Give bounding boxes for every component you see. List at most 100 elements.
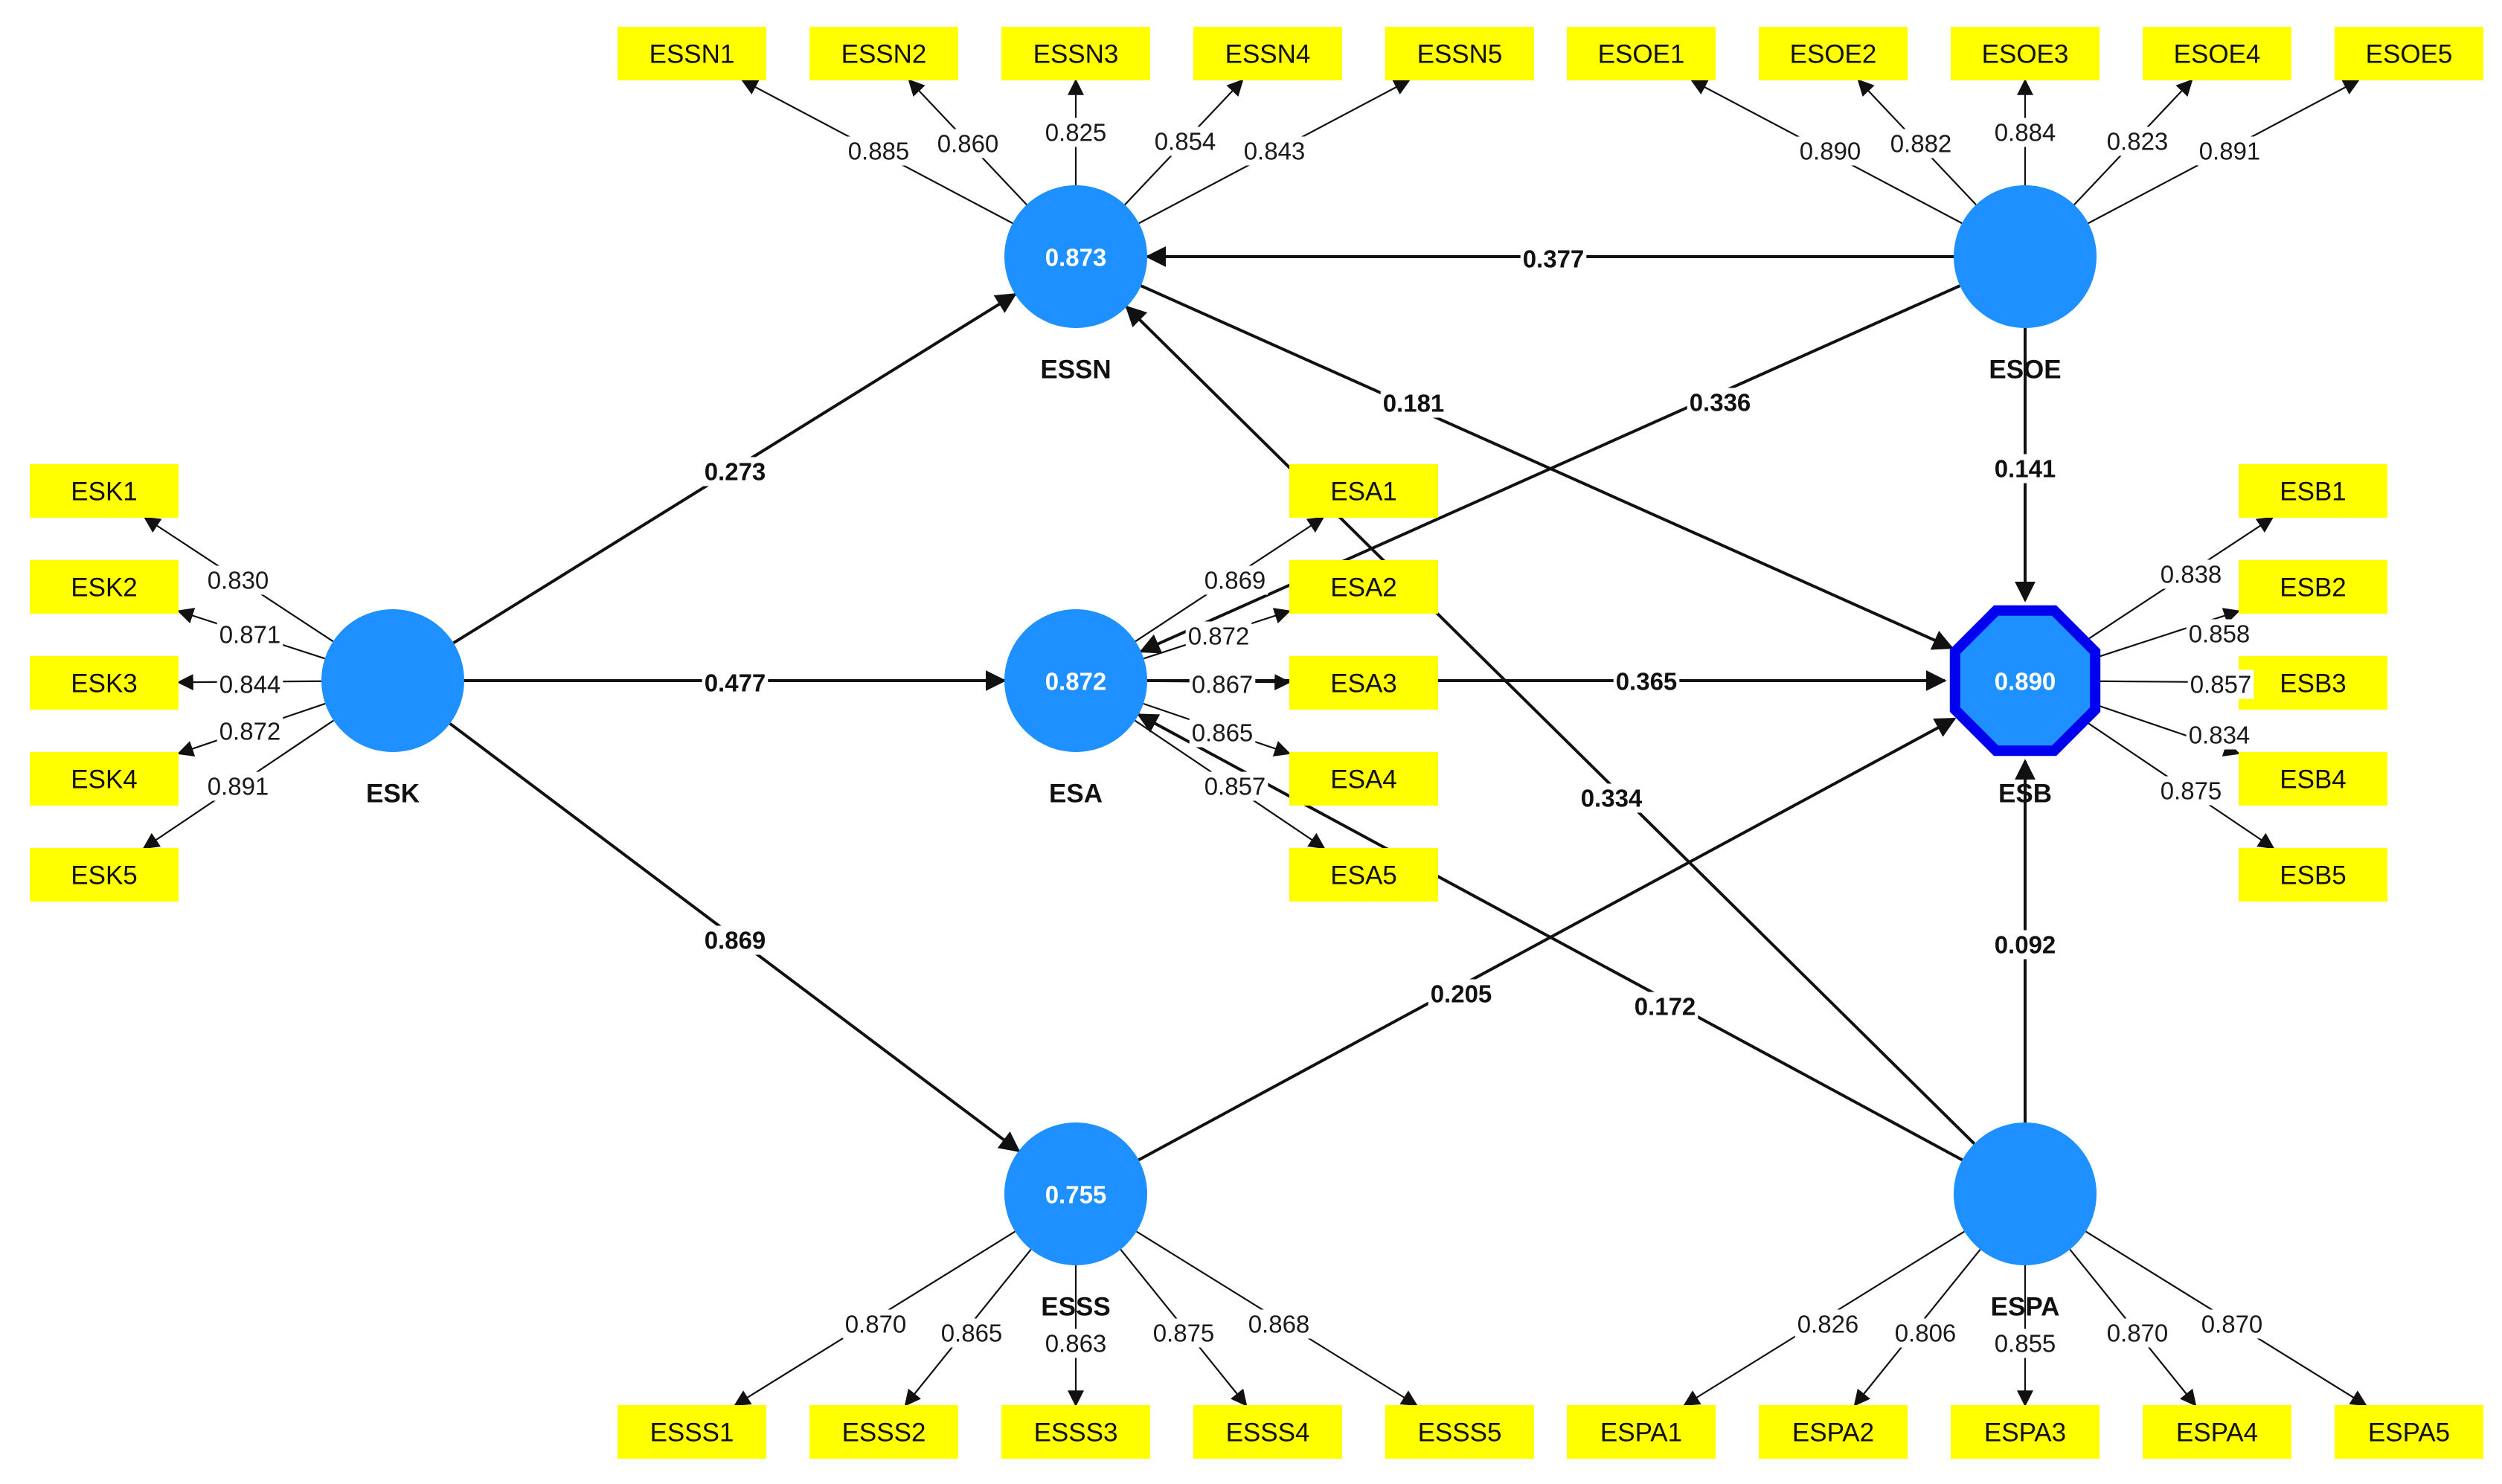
indicator-essn3[interactable]: ESSN3 bbox=[1001, 27, 1150, 80]
loading-value-esa3-group: 0.867 bbox=[1189, 669, 1256, 699]
loading-value-esoe5-backdrop bbox=[2196, 136, 2263, 166]
indicator-box bbox=[30, 848, 179, 902]
loading-value-esb5: 0.875 bbox=[2161, 777, 2222, 805]
indicator-esb3[interactable]: ESB3 bbox=[2239, 656, 2387, 710]
loading-value-esss4-backdrop bbox=[1150, 1318, 1217, 1348]
indicator-espa5[interactable]: ESPA5 bbox=[2335, 1405, 2483, 1459]
indicator-esss5[interactable]: ESSS5 bbox=[1385, 1405, 1534, 1459]
loading-value-esoe1: 0.890 bbox=[1800, 138, 1861, 165]
indicator-esa5[interactable]: ESA5 bbox=[1289, 848, 1438, 902]
indicator-esoe1[interactable]: ESOE1 bbox=[1567, 27, 1716, 80]
indicator-esss2[interactable]: ESSS2 bbox=[809, 1405, 958, 1459]
indicator-label: ESB4 bbox=[2280, 765, 2347, 794]
indicator-esb5[interactable]: ESB5 bbox=[2239, 848, 2387, 902]
indicator-esoe2[interactable]: ESOE2 bbox=[1759, 27, 1908, 80]
indicator-esoe4[interactable]: ESOE4 bbox=[2143, 27, 2291, 80]
loading-value-esk2: 0.871 bbox=[219, 621, 281, 649]
loading-value-essn3-backdrop bbox=[1042, 118, 1109, 147]
loading-value-essn2-backdrop bbox=[934, 129, 1001, 158]
indicator-essn1[interactable]: ESSN1 bbox=[618, 27, 766, 80]
indicator-box bbox=[30, 464, 179, 518]
indicator-espa3[interactable]: ESPA3 bbox=[1951, 1405, 2100, 1459]
path-coef-esoe-to-essn: 0.377 bbox=[1523, 245, 1585, 273]
loading-value-esk4: 0.872 bbox=[219, 718, 281, 745]
loading-value-espa2: 0.806 bbox=[1895, 1320, 1957, 1347]
construct-label: ESB bbox=[1998, 780, 2052, 809]
indicator-espa1[interactable]: ESPA1 bbox=[1567, 1405, 1716, 1459]
loading-value-esk5-backdrop bbox=[205, 771, 272, 801]
loading-value-espa1-group: 0.826 bbox=[1794, 1309, 1861, 1339]
indicator-label: ESB1 bbox=[2280, 478, 2347, 507]
loading-value-essn4-backdrop bbox=[1152, 126, 1219, 156]
indicator-esb2[interactable]: ESB2 bbox=[2239, 560, 2387, 614]
loading-value-esb3-backdrop bbox=[2187, 669, 2254, 699]
loading-value-esk2-group: 0.871 bbox=[216, 620, 283, 649]
indicator-esb1[interactable]: ESB1 bbox=[2239, 464, 2387, 518]
indicator-essn4[interactable]: ESSN4 bbox=[1193, 27, 1342, 80]
loading-value-essn1: 0.885 bbox=[848, 138, 910, 165]
indicator-esa4[interactable]: ESA4 bbox=[1289, 752, 1438, 806]
indicator-label: ESSS2 bbox=[842, 1419, 926, 1448]
indicator-esss4[interactable]: ESSS4 bbox=[1193, 1405, 1342, 1459]
indicator-esa3[interactable]: ESA3 bbox=[1289, 656, 1438, 710]
indicator-label: ESPA3 bbox=[1984, 1419, 2066, 1448]
indicator-box bbox=[618, 27, 766, 80]
construct-shape bbox=[1004, 185, 1147, 328]
path-coef-esk-to-essn: 0.273 bbox=[705, 458, 766, 486]
indicator-esa1[interactable]: ESA1 bbox=[1289, 464, 1438, 518]
loading-value-esa4: 0.865 bbox=[1192, 719, 1254, 747]
indicator-esk2[interactable]: ESK2 bbox=[30, 560, 179, 614]
indicator-esb4[interactable]: ESB4 bbox=[2239, 752, 2387, 806]
indicator-label: ESK3 bbox=[71, 669, 138, 698]
path-arrow-espa-to-essn bbox=[1125, 305, 1976, 1145]
path-coef-esss-to-esb-backdrop bbox=[1428, 979, 1495, 1009]
indicator-esss3[interactable]: ESSS3 bbox=[1001, 1405, 1150, 1459]
path-coef-esoe-to-esa: 0.336 bbox=[1690, 389, 1751, 417]
loading-value-espa3: 0.855 bbox=[1995, 1330, 2056, 1358]
indicator-box bbox=[1193, 1405, 1342, 1459]
indicator-espa4[interactable]: ESPA4 bbox=[2143, 1405, 2291, 1459]
indicator-esk4[interactable]: ESK4 bbox=[30, 752, 179, 806]
indicator-box bbox=[30, 560, 179, 614]
indicator-label: ESSS3 bbox=[1034, 1419, 1118, 1448]
loading-value-esk1-backdrop bbox=[205, 565, 272, 595]
construct-shape bbox=[1004, 609, 1147, 752]
path-arrow-esss-to-esb bbox=[1138, 717, 1957, 1162]
indicator-esoe5[interactable]: ESOE5 bbox=[2335, 27, 2483, 80]
construct-esk[interactable]: ESK bbox=[321, 609, 464, 809]
loading-value-esss3: 0.863 bbox=[1045, 1330, 1107, 1358]
indicator-label: ESSS4 bbox=[1226, 1419, 1310, 1448]
loading-value-esoe3: 0.884 bbox=[1995, 119, 2056, 147]
indicator-essn5[interactable]: ESSN5 bbox=[1385, 27, 1534, 80]
path-coef-essn-to-esb: 0.181 bbox=[1383, 390, 1445, 417]
indicator-box bbox=[2143, 1405, 2291, 1459]
indicator-box bbox=[1289, 560, 1438, 614]
indicator-espa2[interactable]: ESPA2 bbox=[1759, 1405, 1908, 1459]
indicator-esk5[interactable]: ESK5 bbox=[30, 848, 179, 902]
loading-value-esa2: 0.872 bbox=[1188, 623, 1250, 650]
indicator-box bbox=[1759, 1405, 1908, 1459]
construct-esoe[interactable]: ESOE bbox=[1954, 185, 2097, 385]
indicator-essn2[interactable]: ESSN2 bbox=[809, 27, 958, 80]
indicator-box bbox=[2239, 656, 2387, 710]
loading-value-essn1-group: 0.885 bbox=[845, 136, 912, 166]
indicator-box bbox=[618, 1405, 766, 1459]
loading-value-esss1-backdrop bbox=[842, 1309, 909, 1339]
indicator-esss1[interactable]: ESSS1 bbox=[618, 1405, 766, 1459]
loading-value-esss5-group: 0.868 bbox=[1245, 1309, 1312, 1339]
indicator-esoe3[interactable]: ESOE3 bbox=[1951, 27, 2100, 80]
indicator-label: ESA3 bbox=[1330, 669, 1397, 698]
indicator-esk1[interactable]: ESK1 bbox=[30, 464, 179, 518]
indicator-label: ESA1 bbox=[1330, 478, 1397, 507]
path-coef-essn-to-esb-backdrop bbox=[1380, 388, 1447, 418]
indicator-esk3[interactable]: ESK3 bbox=[30, 656, 179, 710]
loading-value-esb1: 0.838 bbox=[2161, 561, 2222, 588]
construct-espa[interactable]: ESPA bbox=[1954, 1122, 2097, 1322]
indicator-esa2[interactable]: ESA2 bbox=[1289, 560, 1438, 614]
indicator-box bbox=[2335, 1405, 2483, 1459]
